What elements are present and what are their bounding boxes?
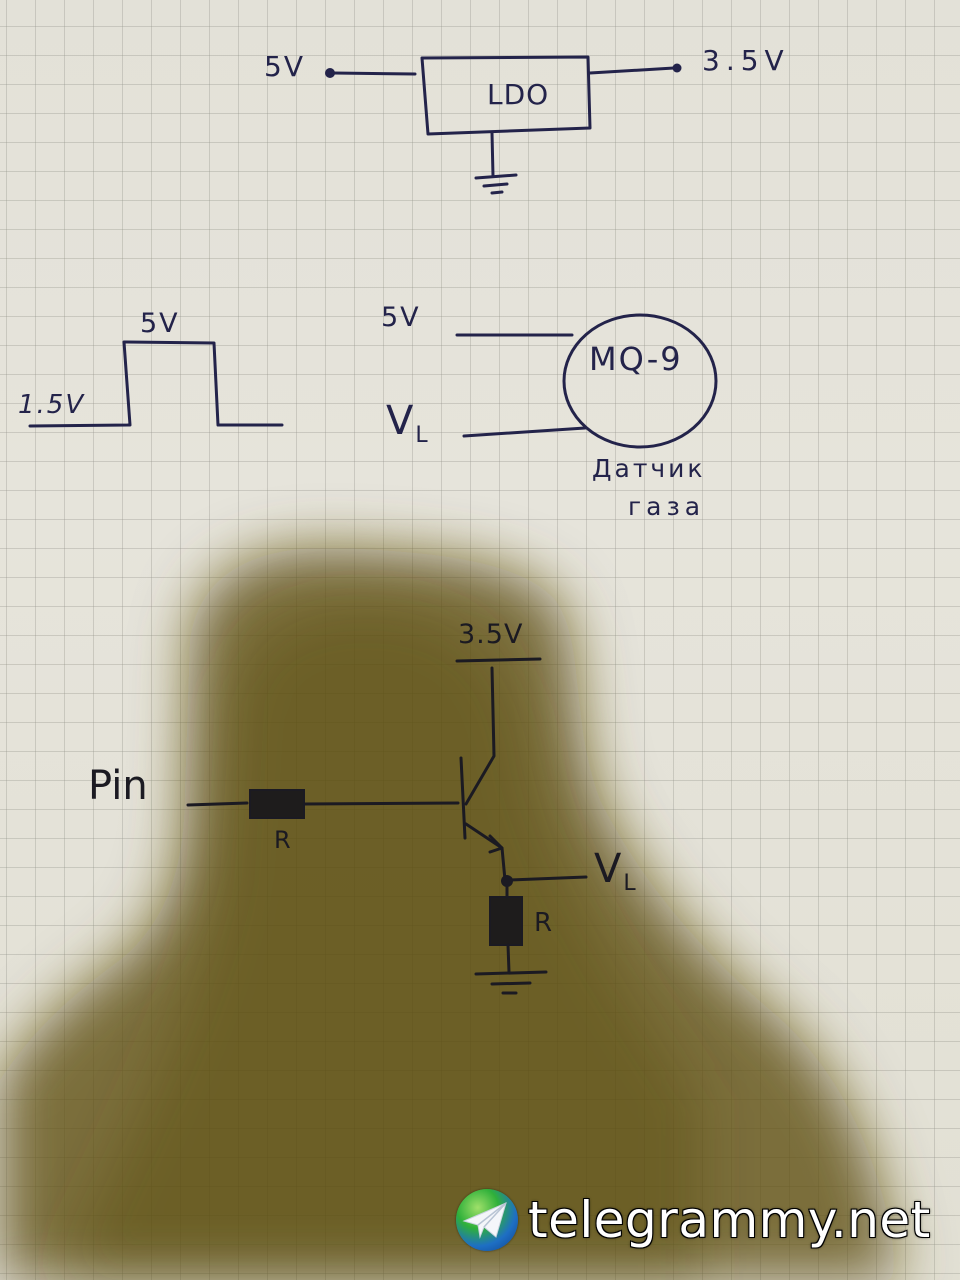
transistor-output-label: VL <box>594 846 636 896</box>
pin-input-label: Pin <box>88 763 148 809</box>
sensor-load-label-subscript: L <box>415 422 428 448</box>
ground-icon <box>474 970 548 995</box>
emitter-resistor <box>489 896 523 946</box>
ground-wire <box>490 131 495 178</box>
pulse-high-label: 5V <box>140 308 180 339</box>
mq9-sensor-body <box>562 313 718 449</box>
load-wire <box>462 426 587 438</box>
output-terminal <box>672 63 682 73</box>
ldo-input-label: 5V <box>264 50 305 83</box>
collector-wire <box>464 666 496 806</box>
sensor-caption-line2: газа <box>628 492 706 521</box>
watermark: telegrammy.net <box>456 1188 931 1252</box>
output-wire <box>588 66 676 75</box>
ldo-circuit <box>325 55 682 195</box>
emitter-wire <box>464 822 507 882</box>
base-wire <box>302 801 460 806</box>
ldo-block <box>420 55 592 136</box>
ground-icon <box>474 173 518 195</box>
mq9-sensor-label: MQ-9 <box>589 340 683 378</box>
transistor-supply-label: 3.5V <box>458 619 524 650</box>
ldo-block-label: LDO <box>487 78 550 111</box>
supply-rail <box>455 657 542 663</box>
sensor-supply-label: 5V <box>381 302 421 333</box>
input-wire <box>186 801 249 807</box>
output-wire <box>508 875 588 882</box>
pulse-low-label: 1.5V <box>18 390 86 420</box>
base-resistor <box>249 789 305 819</box>
base-resistor-label: R <box>274 826 293 854</box>
input-wire <box>331 71 417 76</box>
input-terminal <box>325 68 335 78</box>
sensor-circuit <box>455 313 718 449</box>
pulse-waveform <box>28 340 284 428</box>
transistor-circuit <box>186 657 588 995</box>
watermark-text: telegrammy.net <box>527 1190 931 1250</box>
transistor-output-label-main: V <box>594 846 624 892</box>
ground-wire <box>506 943 511 974</box>
output-node <box>501 875 513 887</box>
emitter-arrow-icon <box>488 834 504 854</box>
sensor-load-label: VL <box>386 398 428 448</box>
transistor-base-bar <box>459 756 467 840</box>
sensor-load-label-main: V <box>386 398 416 444</box>
sensor-caption-line1: Датчик <box>592 454 706 483</box>
emitter-resistor-label: R <box>534 908 555 938</box>
telegram-globe-icon <box>456 1189 518 1251</box>
transistor-output-label-subscript: L <box>623 870 636 896</box>
ldo-output-label: 3.5V <box>702 44 790 77</box>
